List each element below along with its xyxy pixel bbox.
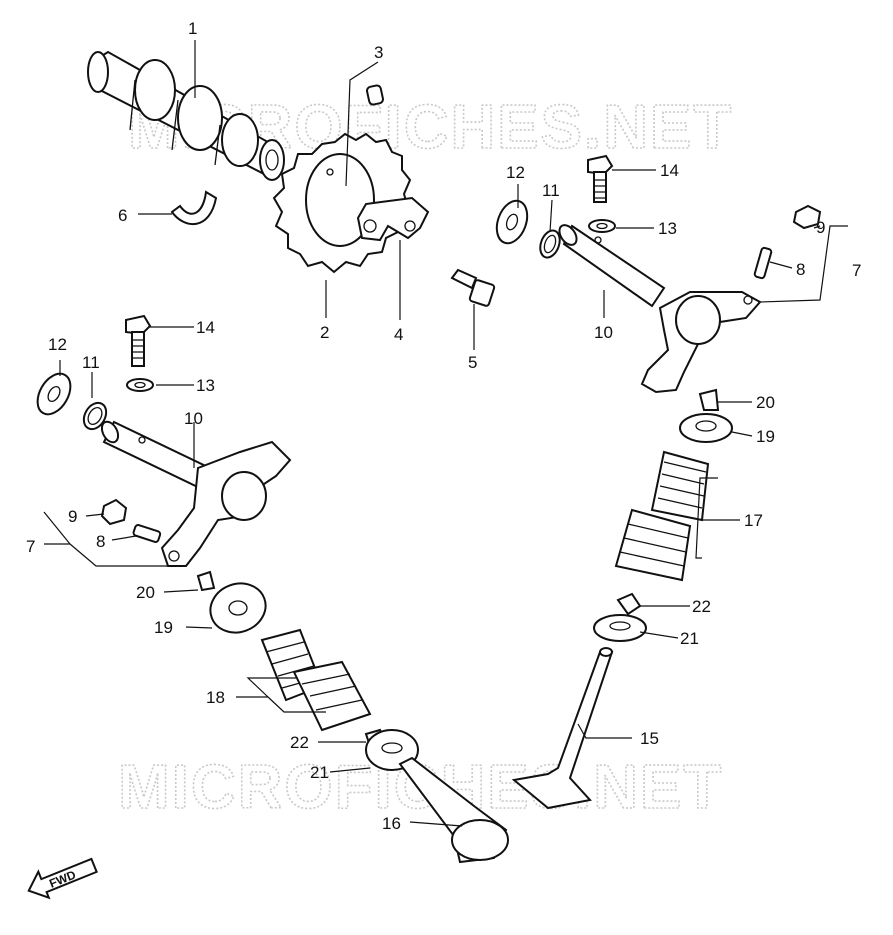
bolt-14-right [587,154,614,203]
forward-direction-arrow: FWD [27,857,98,900]
camshaft [87,50,285,181]
callout-18: 18 [206,688,225,707]
cotter-22-right [616,592,642,616]
exhaust-valve-15 [511,647,614,810]
callout-8-right: 8 [796,260,805,279]
retainer-19-right [679,413,733,443]
cotter-20-left [196,570,216,592]
callout-6: 6 [118,206,127,225]
callout-10-right: 10 [594,323,613,342]
dowel-pin [366,84,384,106]
washer-13-right [588,219,616,233]
callout-14-right: 14 [660,161,679,180]
adjust-screw-8-left [132,524,162,543]
sprocket-bolt [450,268,496,307]
callout-22-right: 22 [692,597,711,616]
seat-21-left [365,729,419,771]
cotter-20-right [698,388,720,411]
washer-12-left [36,372,72,416]
adjust-screw-8-right [753,246,773,280]
sprocket-bracket [356,196,430,242]
callout-7-left: 7 [26,537,35,556]
rocker-arm-7-right [640,291,762,394]
callout-9-left: 9 [68,507,77,526]
callout-20-right: 20 [756,393,775,412]
callout-9-right: 9 [816,218,825,237]
callout-17: 17 [744,511,763,530]
callout-11-right: 11 [542,181,560,200]
callout-15: 15 [640,729,659,748]
callout-21-left: 21 [310,763,329,782]
callout-16: 16 [382,814,401,833]
callout-7-right: 7 [852,261,861,280]
callout-3: 3 [374,43,383,62]
rocker-arm-7-left [160,440,292,567]
callout-1: 1 [188,19,197,38]
seat-21-right [593,614,647,642]
locknut-9-right [792,204,822,230]
rocker-shaft-10-right [558,224,666,308]
intake-valve-16 [398,756,509,864]
callout-20-left: 20 [136,583,155,602]
callout-19-right: 19 [756,427,775,446]
springs-18 [260,628,372,732]
washer-13-left [126,378,154,392]
callout-13-right: 13 [658,219,677,238]
retainer-19-left [209,582,267,634]
callout-2: 2 [320,323,329,342]
fwd-label: FWD [47,867,78,890]
o-ring-11-right [539,229,561,259]
callout-12-right: 12 [506,163,525,182]
callout-10-left: 10 [184,409,203,428]
callout-19-left: 19 [154,618,173,637]
callout-11-left: 11 [82,353,100,372]
callout-4: 4 [394,325,403,344]
springs-17 [614,450,710,582]
camshaft-retainer-clip [170,190,218,226]
bolt-14-left [125,314,152,367]
callout-5: 5 [468,353,477,372]
callout-8-left: 8 [96,532,105,551]
callout-14-left: 14 [196,318,215,337]
callout-22-left: 22 [290,733,309,752]
washer-12-right [495,199,529,245]
callout-12-left: 12 [48,335,67,354]
leader-lines [43,40,848,827]
callouts: 1 2 3 4 5 6 7 7 8 8 9 9 10 10 11 11 12 1… [26,19,861,833]
o-ring-11-left [82,401,108,431]
locknut-9-left [100,498,128,526]
callout-21-right: 21 [680,629,699,648]
callout-13-left: 13 [196,376,215,395]
